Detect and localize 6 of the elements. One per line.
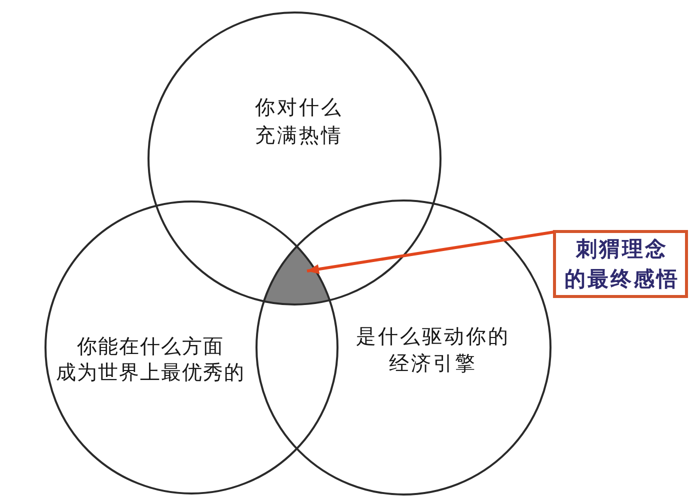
venn-label: 你对什么充满热情 [254, 94, 344, 149]
venn-label: 是什么驱动你的经济引擎 [355, 323, 511, 377]
callout-box [553, 230, 688, 298]
venn-label: 你能在什么方面成为世界上最优秀的 [55, 333, 246, 385]
callout-text: 刺猬理念的最终感悟 [564, 235, 680, 293]
leader-arrow [306, 230, 554, 274]
